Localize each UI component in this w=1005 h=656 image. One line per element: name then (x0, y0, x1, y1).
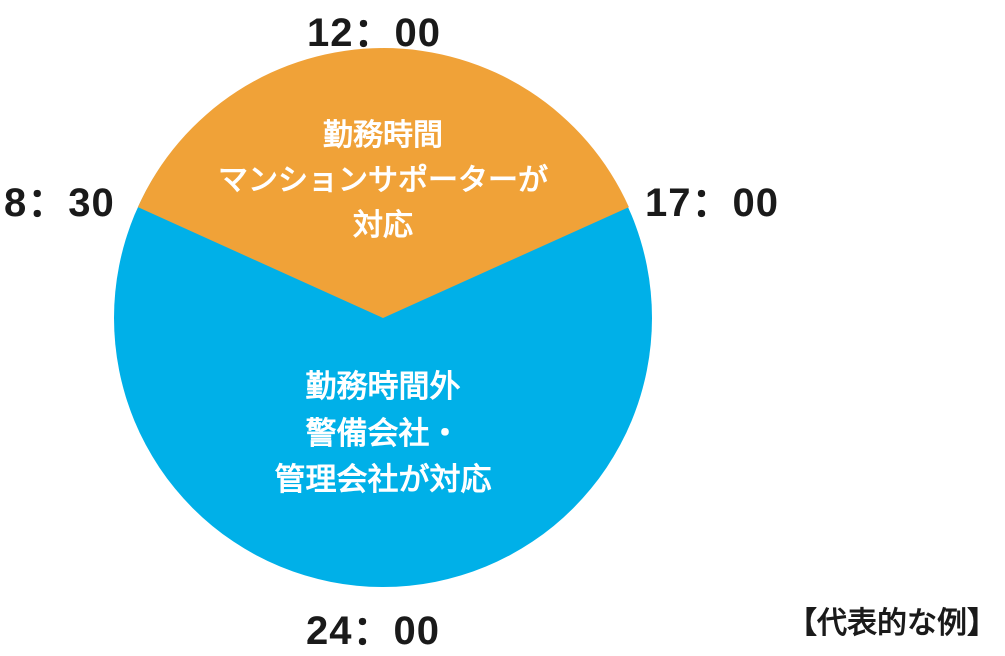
off-hours-text: 勤務時間外 警備会社・ 管理会社が対応 (183, 364, 583, 504)
work-hours-line-3: 対応 (353, 208, 413, 243)
time-label-top: 12：00 (307, 11, 441, 55)
work-hours-segment (137, 48, 629, 318)
off-hours-line-2: 警備会社・ (305, 415, 461, 452)
work-hours-text: 勤務時間 マンションサポーターが 対応 (173, 113, 593, 248)
work-hours-line-1: 勤務時間 (323, 118, 443, 153)
representative-example-note: 【代表的な例】 (787, 606, 997, 641)
off-hours-line-3: 管理会社が対応 (274, 462, 492, 498)
time-label-right: 17：00 (645, 181, 779, 225)
work-hours-line-2: マンションサポーターが (218, 163, 548, 198)
time-label-left: 8：30 (4, 181, 115, 225)
time-label-bottom: 24：00 (306, 609, 440, 653)
off-hours-line-1: 勤務時間外 (305, 369, 461, 405)
